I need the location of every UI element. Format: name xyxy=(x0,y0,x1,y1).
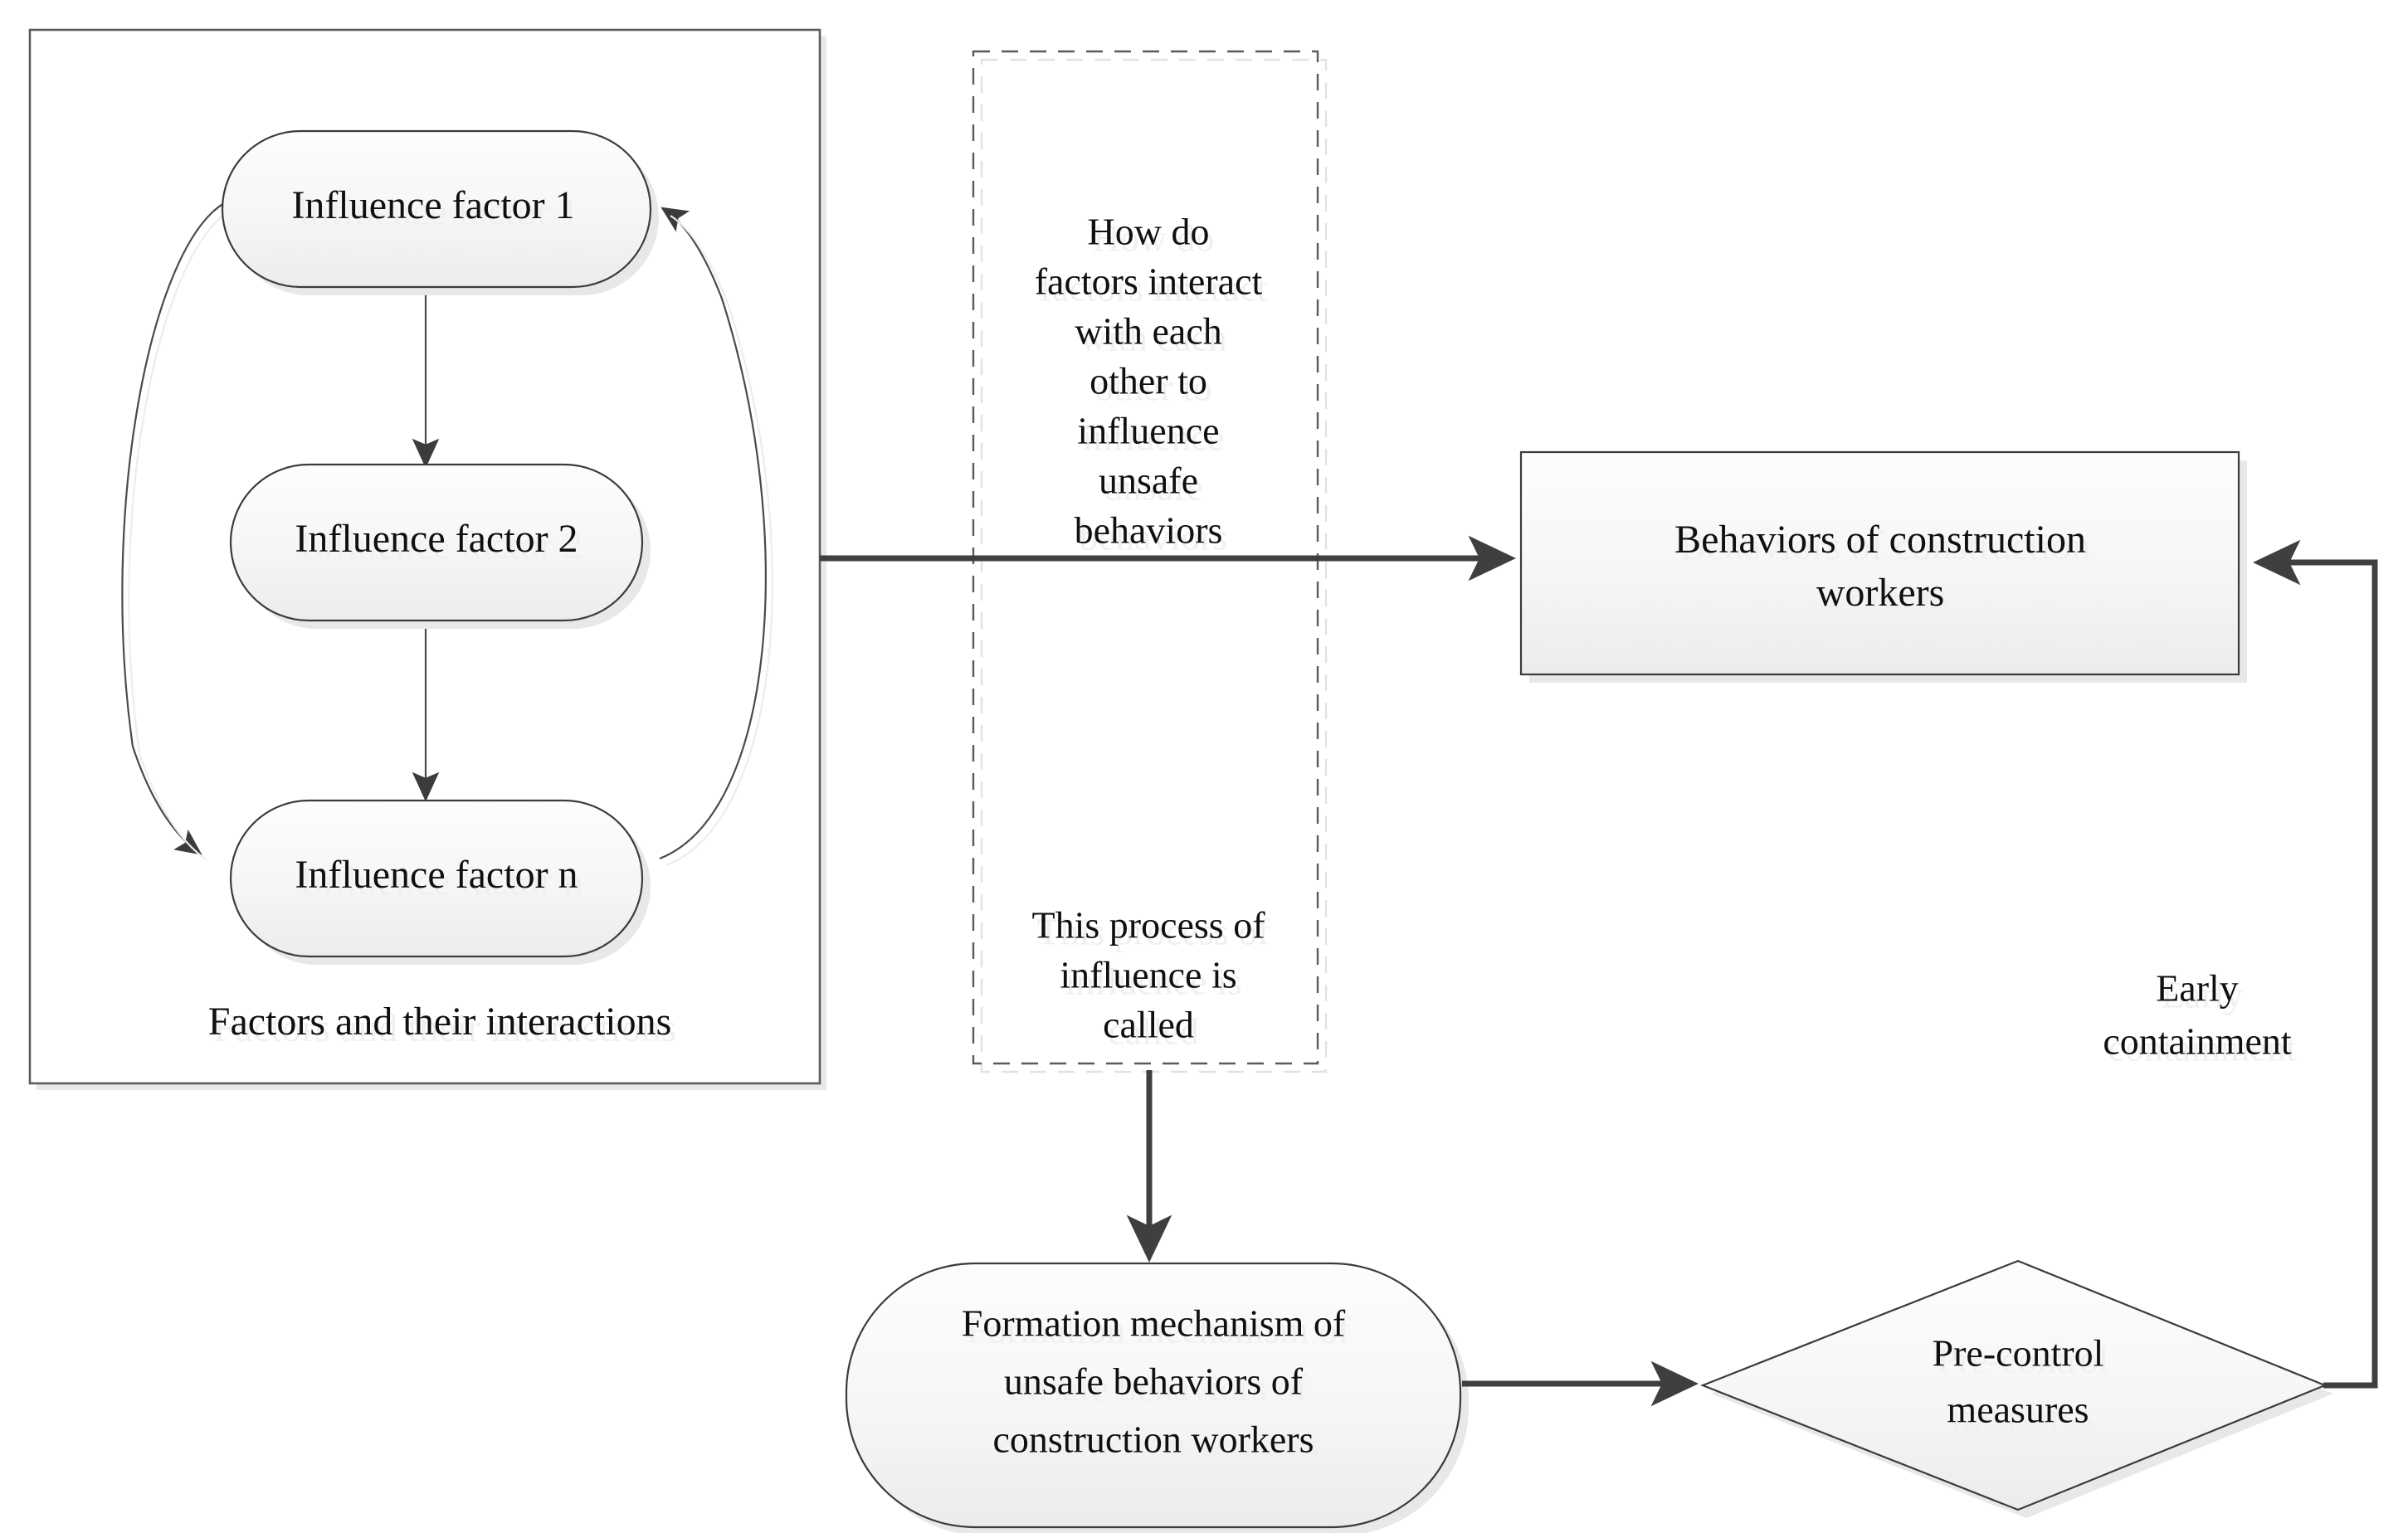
node-influence-factor-2[interactable]: Influence factor 2 Influence factor 2 xyxy=(229,463,651,629)
question-bottom-text: This process of This process of influenc… xyxy=(1031,904,1270,1053)
node-influence-factor-1[interactable]: Influence factor 1 Influence factor 1 xyxy=(221,129,659,295)
svg-text:unsafe: unsafe xyxy=(1104,466,1203,509)
early-containment-line-2: containment xyxy=(2103,1020,2292,1063)
question-top-line-4: other to xyxy=(1089,360,1207,402)
node-mechanism-label-line-3: construction workers xyxy=(992,1419,1314,1461)
node-behaviors-label-line-1: Behaviors of construction xyxy=(1674,518,2086,562)
node-influence-factor-n-label: Influence factor n xyxy=(295,853,578,897)
svg-text:workers: workers xyxy=(1821,577,1950,621)
question-bottom-line-2: influence is xyxy=(1060,954,1236,996)
svg-text:with each: with each xyxy=(1080,317,1227,359)
factor-feedback-curves xyxy=(121,202,773,867)
node-pre-control-measures[interactable]: Pre-control Pre-control measures measure… xyxy=(1700,1259,2333,1518)
edge-precontrol-to-behaviors xyxy=(2252,539,2378,1389)
node-influence-factor-2-ghost: Influence factor 2 xyxy=(300,523,583,567)
svg-text:influence is: influence is xyxy=(1065,961,1241,1003)
svg-text:Behaviors of construction: Behaviors of construction xyxy=(1679,524,2091,568)
node-mechanism-label-line-2: unsafe behaviors of xyxy=(1004,1360,1304,1403)
question-top-text: How do How do factors interact factors i… xyxy=(1035,211,1268,558)
node-behaviors-of-construction-workers[interactable]: Behaviors of construction Behaviors of c… xyxy=(1519,450,2247,683)
node-precontrol-label-line-2: measures xyxy=(1947,1389,2089,1431)
svg-text:unsafe behaviors of: unsafe behaviors of xyxy=(1009,1367,1309,1409)
svg-text:containment: containment xyxy=(2108,1027,2297,1069)
node-precontrol-label-line-1: Pre-control xyxy=(1933,1332,2104,1375)
svg-text:factors interact: factors interact xyxy=(1040,267,1268,309)
svg-text:behaviors: behaviors xyxy=(1080,516,1228,558)
question-top-line-3: with each xyxy=(1075,310,1222,353)
question-bottom-line-3: called xyxy=(1103,1004,1194,1046)
question-top-line-2: factors interact xyxy=(1035,260,1263,303)
node-formation-mechanism[interactable]: Formation mechanism of Formation mechani… xyxy=(845,1262,1469,1533)
svg-text:Pre-control: Pre-control xyxy=(1938,1339,2109,1381)
node-influence-factor-n-ghost: Influence factor n xyxy=(300,859,583,903)
node-mechanism-label-line-1: Formation mechanism of xyxy=(962,1302,1346,1345)
svg-text:Formation mechanism of: Formation mechanism of xyxy=(967,1309,1351,1351)
node-influence-factor-1-ghost: Influence factor 1 xyxy=(296,190,579,234)
node-influence-factor-1-label: Influence factor 1 xyxy=(291,183,574,227)
node-behaviors-label-line-2: workers xyxy=(1816,571,1945,615)
question-top-line-5: influence xyxy=(1077,410,1219,452)
svg-text:Early: Early xyxy=(2161,974,2244,1016)
early-containment-line-1: Early xyxy=(2156,967,2239,1010)
svg-text:measures: measures xyxy=(1952,1395,2094,1438)
node-influence-factor-n[interactable]: Influence factor n Influence factor n xyxy=(229,799,651,965)
svg-text:called: called xyxy=(1108,1010,1199,1053)
node-influence-factor-2-label: Influence factor 2 xyxy=(295,517,578,561)
factors-group-caption: Factors and their interactions Factors a… xyxy=(208,1000,677,1050)
factors-group-caption-label: Factors and their interactions xyxy=(208,1000,672,1044)
edge-label-early-containment: Early Early containment containment xyxy=(2103,967,2297,1069)
svg-text:influence: influence xyxy=(1082,416,1224,459)
svg-text:This process of: This process of xyxy=(1036,911,1270,953)
svg-text:other to: other to xyxy=(1094,367,1212,409)
question-top-line-6: unsafe xyxy=(1099,460,1198,502)
svg-text:construction workers: construction workers xyxy=(997,1425,1319,1467)
svg-text:How do: How do xyxy=(1093,217,1215,260)
question-top-line-1: How do xyxy=(1088,211,1210,253)
question-top-line-7: behaviors xyxy=(1075,509,1223,552)
question-bottom-line-1: This process of xyxy=(1031,904,1265,947)
svg-text:Factors and their interactions: Factors and their interactions xyxy=(213,1006,677,1050)
